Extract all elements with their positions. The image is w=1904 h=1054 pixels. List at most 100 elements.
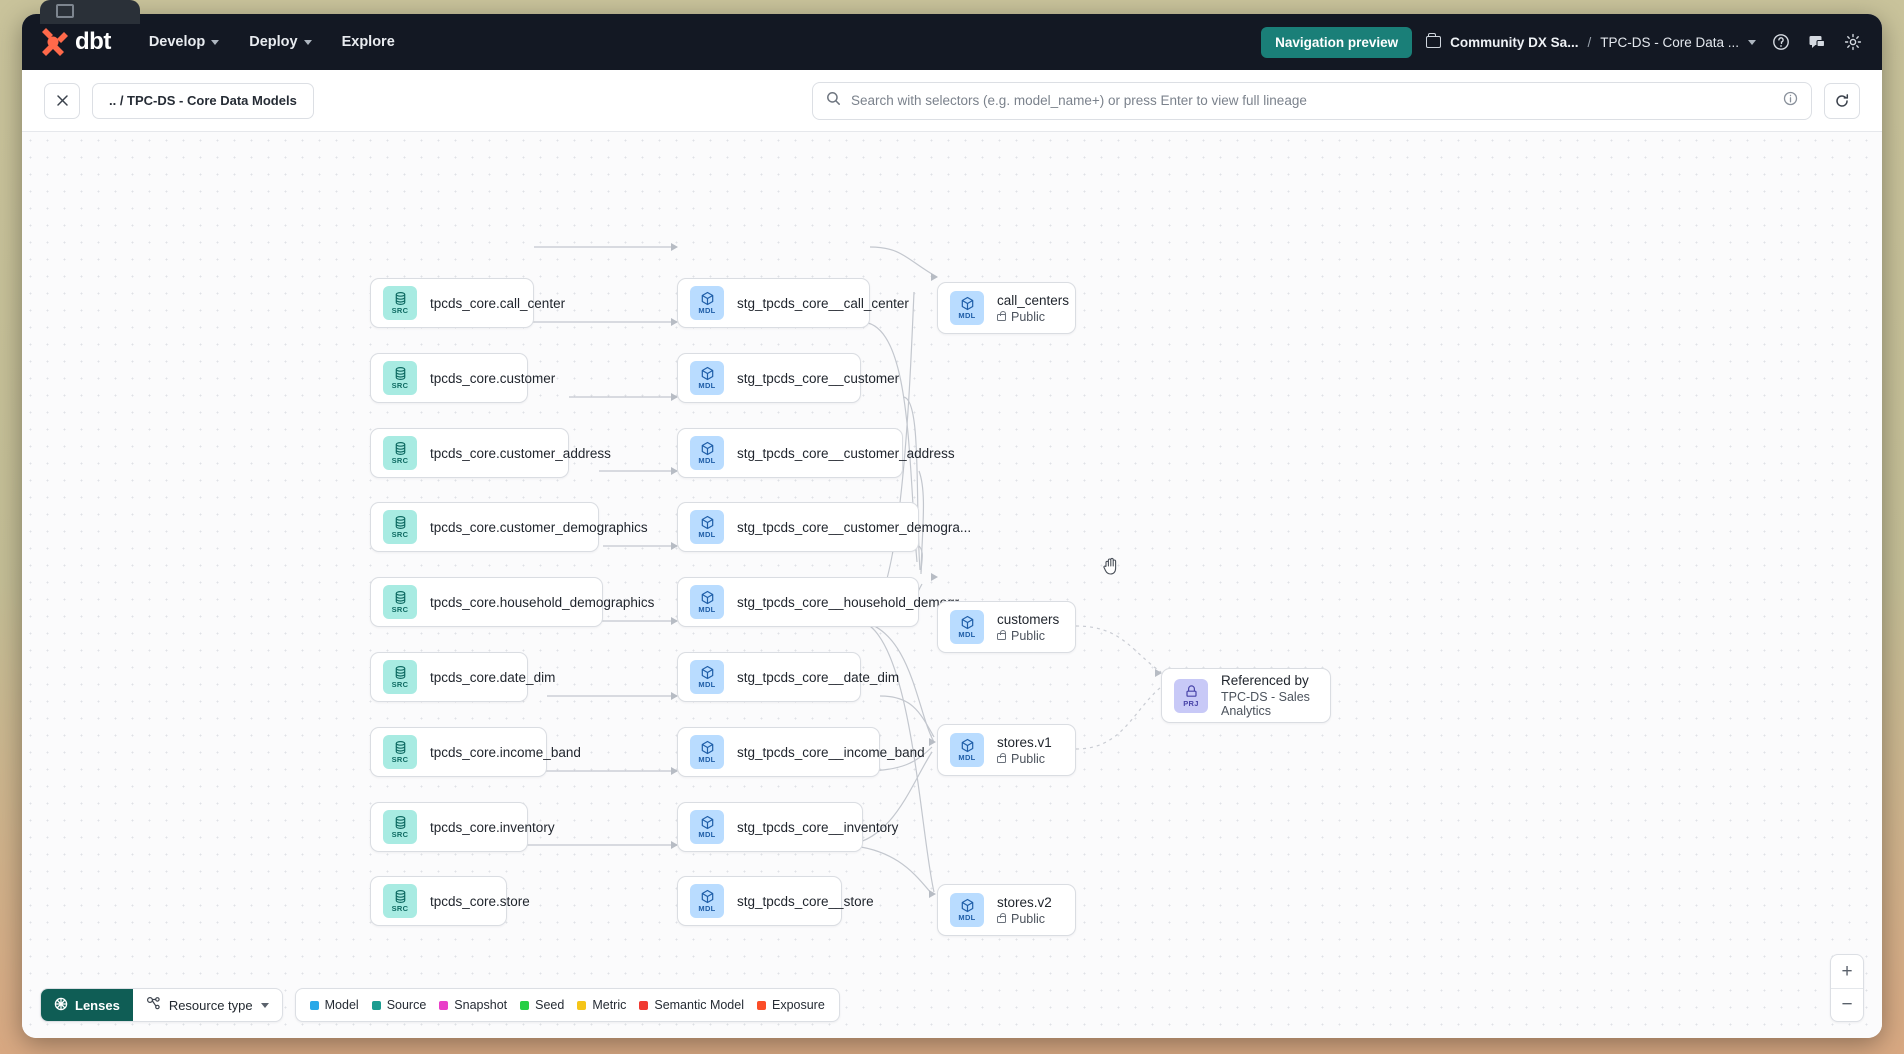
node-sub-text: Public xyxy=(1011,911,1046,926)
feedback-chat-icon[interactable] xyxy=(1806,31,1828,53)
node-label: tpcds_core.customer xyxy=(430,370,556,386)
search-box[interactable] xyxy=(812,81,1812,120)
prj-badge-icon: PRJ xyxy=(1174,678,1208,713)
node-text: stg_tpcds_core__customer xyxy=(737,371,899,386)
node-text: stg_tpcds_core__store xyxy=(737,894,874,909)
legend-item-snapshot[interactable]: Snapshot xyxy=(439,998,507,1012)
lenses-button[interactable]: Lenses xyxy=(41,989,133,1021)
mdl-badge-icon: MDL xyxy=(690,510,724,544)
breadcrumb-account[interactable]: Community DX Sa... xyxy=(1450,34,1579,50)
legend-item-semantic-model[interactable]: Semantic Model xyxy=(639,998,744,1012)
info-circle-icon[interactable] xyxy=(1783,91,1798,111)
project-breadcrumb-pill[interactable]: .. / TPC-DS - Core Data Models xyxy=(92,82,314,119)
chevron-down-icon[interactable] xyxy=(1748,39,1756,45)
lineage-node-src_date_dim[interactable]: SRC tpcds_core.date_dim xyxy=(370,652,555,702)
node-label: stg_tpcds_core__date_dim xyxy=(737,669,900,685)
mdl-badge-icon: MDL xyxy=(950,893,984,927)
nav-label: Explore xyxy=(341,34,395,50)
legend-swatch xyxy=(577,1000,587,1010)
legend-swatch xyxy=(639,1000,649,1010)
help-circle-icon[interactable] xyxy=(1770,31,1792,53)
close-button[interactable] xyxy=(44,82,80,119)
legend-item-model[interactable]: Model xyxy=(309,998,359,1012)
node-text: stg_tpcds_core__income_band xyxy=(737,745,925,760)
legend-label: Metric xyxy=(592,998,627,1012)
legend-item-metric[interactable]: Metric xyxy=(577,998,626,1012)
app-header: dbt Develop Deploy Explore Navigation pr… xyxy=(22,14,1882,70)
node-label: call_centers xyxy=(997,292,1070,308)
resource-type-dropdown[interactable]: Resource type xyxy=(133,989,282,1021)
node-sub-text: TPC-DS - Sales Analytics xyxy=(1221,690,1310,718)
node-label: tpcds_core.inventory xyxy=(430,819,555,835)
navigation-preview-button[interactable]: Navigation preview xyxy=(1261,26,1413,58)
src-badge-icon: SRC xyxy=(383,884,417,918)
node-label: stg_tpcds_core__household_demogr... xyxy=(737,594,970,610)
src-badge-icon: SRC xyxy=(383,436,417,470)
legend-item-seed[interactable]: Seed xyxy=(520,998,564,1012)
lineage-node-mdl_store[interactable]: MDL stg_tpcds_core__store xyxy=(677,876,874,926)
gear-icon[interactable] xyxy=(1842,31,1864,53)
nav-item-explore[interactable]: Explore xyxy=(342,34,395,50)
breadcrumb-project[interactable]: TPC-DS - Core Data ... xyxy=(1600,34,1739,50)
nav-item-develop[interactable]: Develop xyxy=(149,34,220,50)
breadcrumb-separator: / xyxy=(1587,34,1592,50)
node-label: tpcds_core.customer_demographics xyxy=(430,519,648,535)
legend-item-exposure[interactable]: Exposure xyxy=(756,998,825,1012)
legend-swatch xyxy=(309,1000,319,1010)
node-label: tpcds_core.date_dim xyxy=(430,669,556,685)
legend-label: Model xyxy=(324,998,359,1012)
src-badge-icon: SRC xyxy=(383,660,417,694)
mdl-badge-icon: MDL xyxy=(690,884,724,918)
zoom-out-button[interactable]: − xyxy=(1831,988,1863,1021)
legend-item-source[interactable]: Source xyxy=(371,998,426,1012)
lock-icon xyxy=(997,630,1006,640)
node-label: stg_tpcds_core__income_band xyxy=(737,744,925,760)
zoom-in-button[interactable]: + xyxy=(1841,960,1853,982)
mdl-badge-icon: MDL xyxy=(690,585,724,619)
node-sub-text: Public xyxy=(1011,309,1046,324)
folder-icon xyxy=(1426,33,1442,48)
lineage-node-mdl_hh_demo[interactable]: MDL stg_tpcds_core__household_demogr... xyxy=(677,577,970,627)
lens-group: Lenses Resource type xyxy=(40,988,283,1022)
nav-label: Deploy xyxy=(249,34,298,50)
legend-swatch xyxy=(520,1000,530,1010)
search-area xyxy=(812,81,1860,120)
chevron-down-icon xyxy=(211,39,220,45)
search-input[interactable] xyxy=(851,93,1773,108)
node-label: tpcds_core.call_center xyxy=(430,295,566,311)
dbt-logo[interactable]: dbt xyxy=(38,28,111,56)
lineage-node-src_store[interactable]: SRC tpcds_core.store xyxy=(370,876,530,926)
node-label: customers xyxy=(997,611,1060,627)
chevron-down-icon xyxy=(303,39,312,45)
mdl-badge-icon: MDL xyxy=(950,733,984,767)
canvas-bottom-controls: Lenses Resource type Model Source Snapshot… xyxy=(40,988,840,1022)
nav-item-deploy[interactable]: Deploy xyxy=(249,34,312,50)
refresh-button[interactable] xyxy=(1824,82,1860,119)
browser-tab-nub[interactable] xyxy=(40,0,140,24)
src-badge-icon: SRC xyxy=(383,735,417,769)
node-sub-text: Public xyxy=(1011,628,1046,643)
node-text: tpcds_core.store xyxy=(430,894,530,909)
